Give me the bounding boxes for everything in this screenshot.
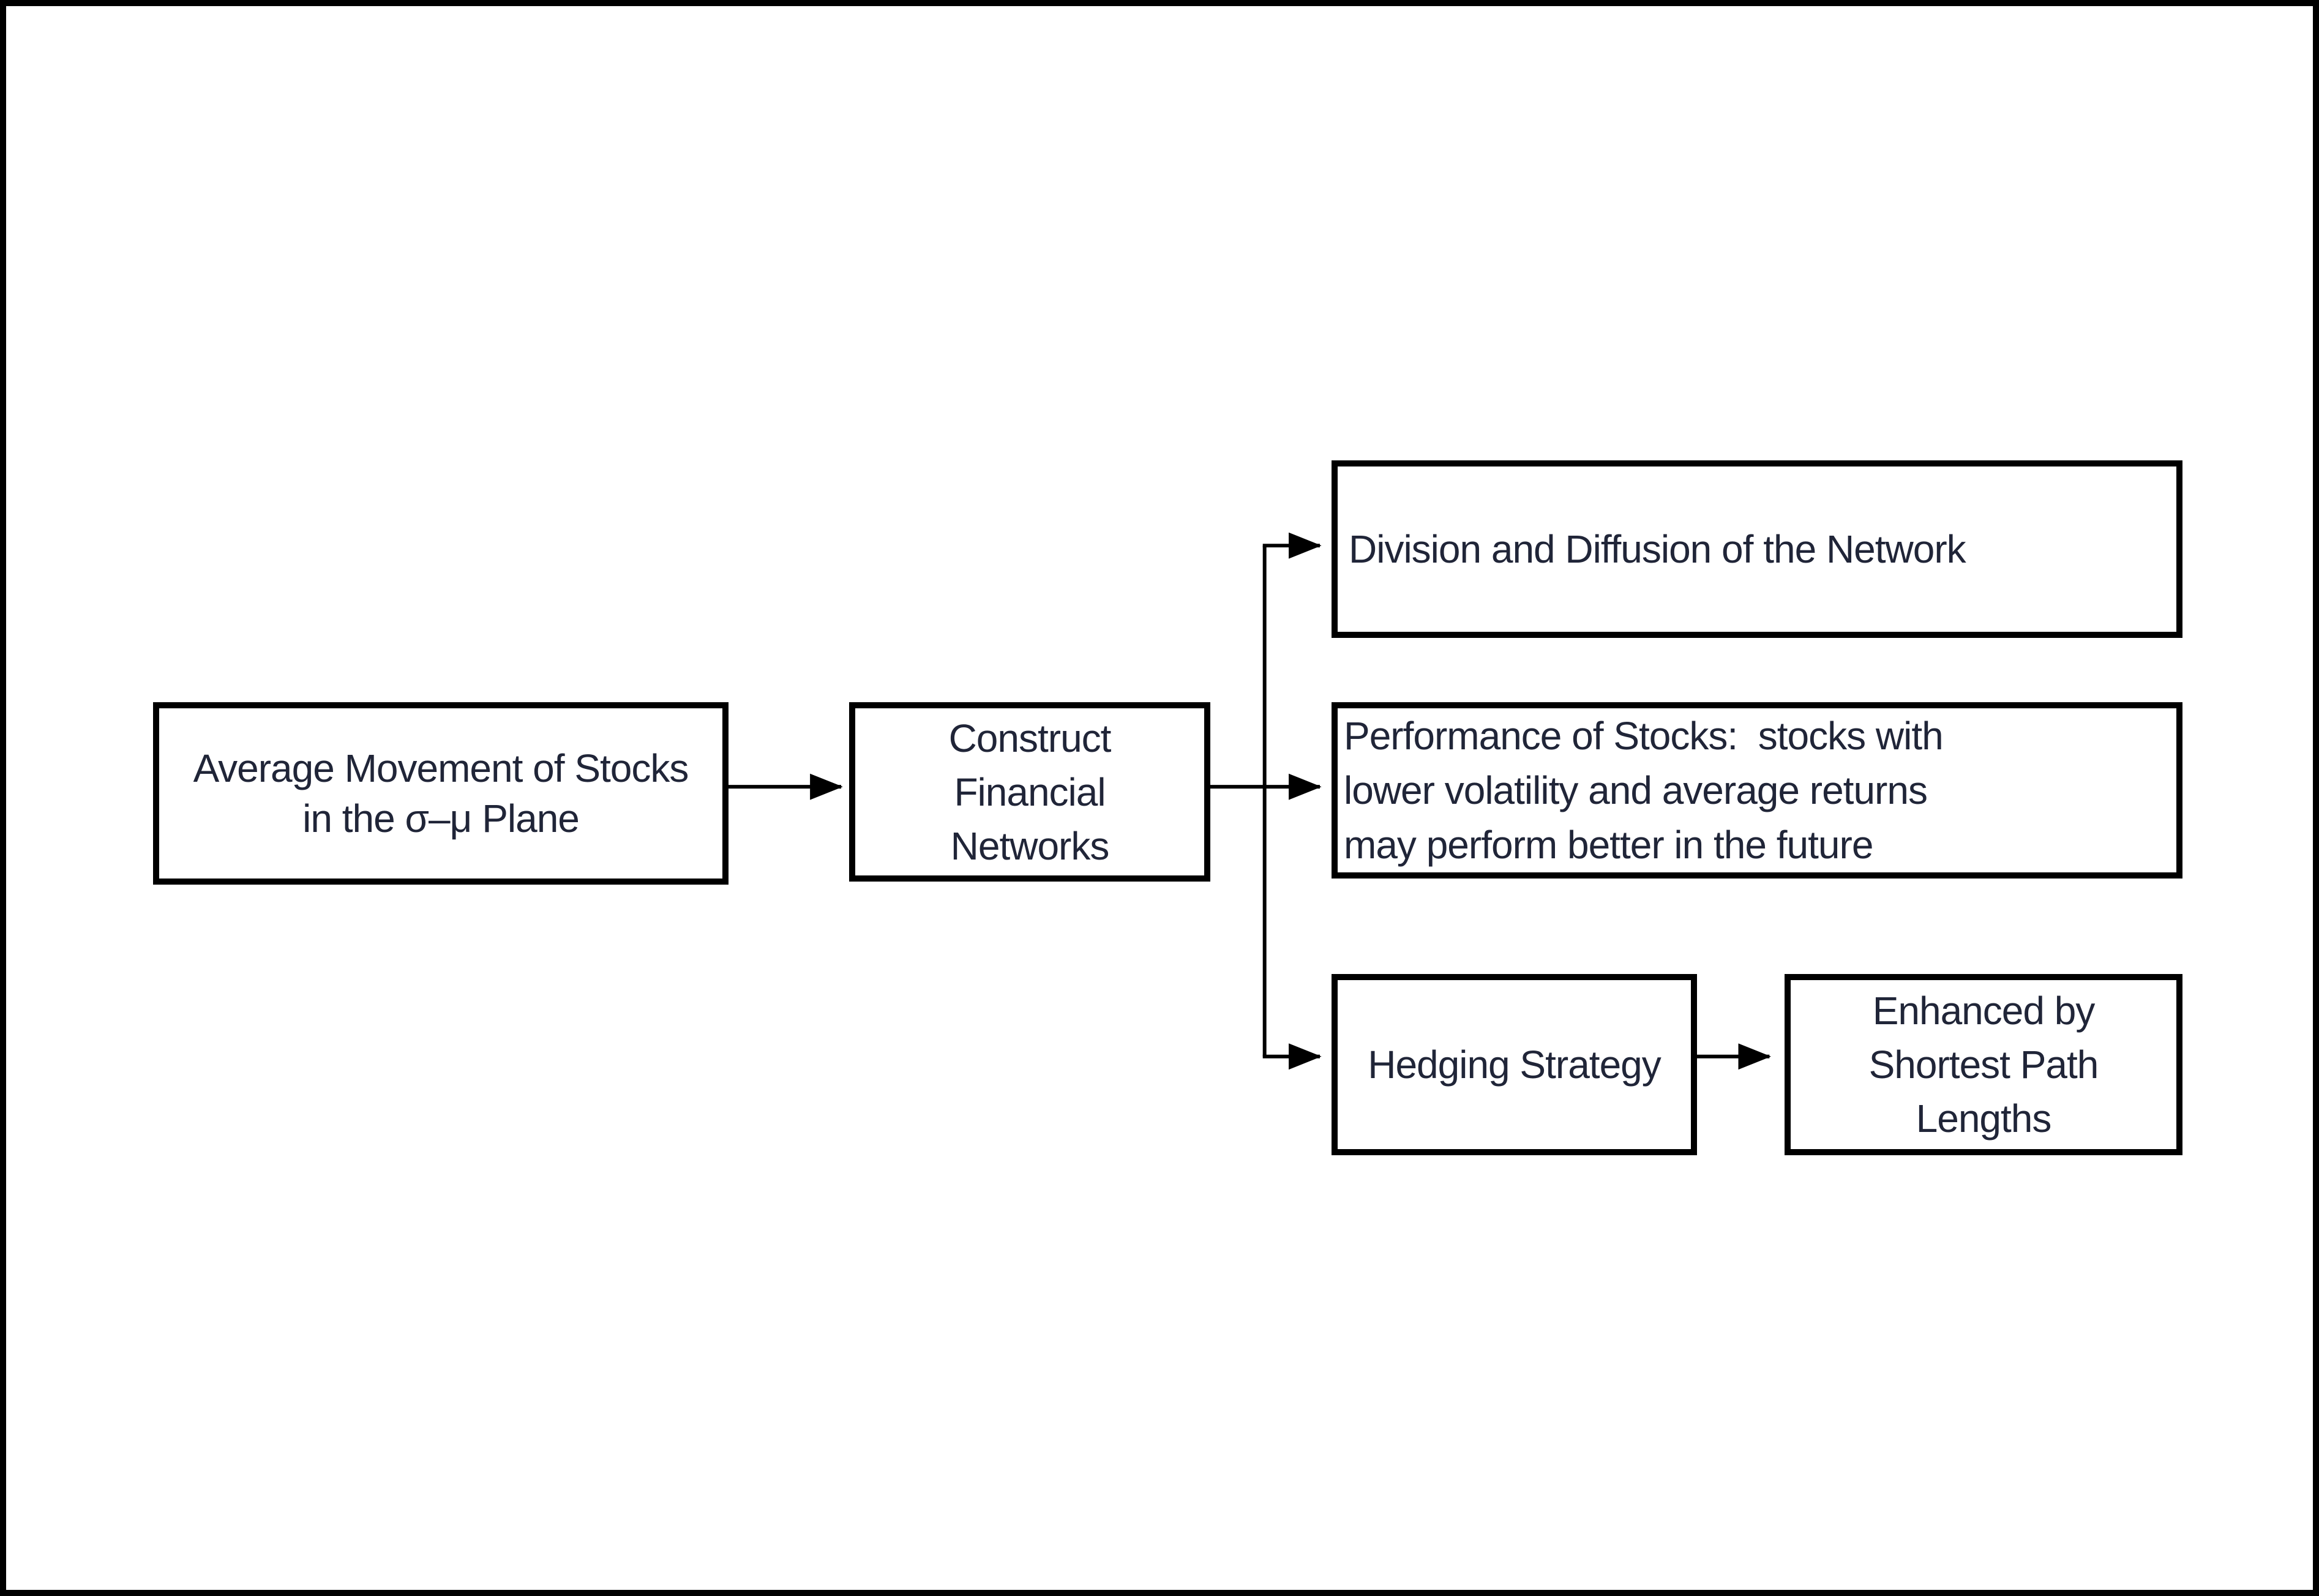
node-label-line: Shortest Path xyxy=(1868,1043,2099,1087)
node-label-line: Enhanced by xyxy=(1872,989,2096,1033)
node-label-line: lower volatility and average returns xyxy=(1344,768,1928,812)
node-average-movement: Average Movement of Stocks in the σ–μ Pl… xyxy=(153,702,729,885)
node-label-line: Lengths xyxy=(1916,1096,2052,1141)
node-label-line: Construct xyxy=(948,716,1112,760)
node-label-line: Average Movement of Stocks xyxy=(193,746,689,790)
node-performance-of-stocks: Performance of Stocks: stocks with lower… xyxy=(1332,702,2182,879)
node-label-line: Hedging Strategy xyxy=(1368,1043,1662,1087)
node-enhanced-shortest-path: Enhanced by Shortest Path Lengths xyxy=(1785,974,2182,1155)
node-label-line: Financial xyxy=(954,770,1106,814)
node-label-line: may perform better in the future xyxy=(1344,822,1873,867)
node-label-line: Networks xyxy=(950,823,1110,868)
node-division-diffusion: Division and Diffusion of the Network xyxy=(1332,460,2182,638)
node-label-line: in the σ–μ Plane xyxy=(302,796,580,841)
node-hedging-strategy: Hedging Strategy xyxy=(1332,974,1697,1155)
node-construct-financial-networks: Construct Financial Networks xyxy=(849,702,1210,882)
node-label-line: Division and Diffusion of the Network xyxy=(1349,527,1966,571)
node-label-line: Performance of Stocks: stocks with xyxy=(1344,713,1944,758)
